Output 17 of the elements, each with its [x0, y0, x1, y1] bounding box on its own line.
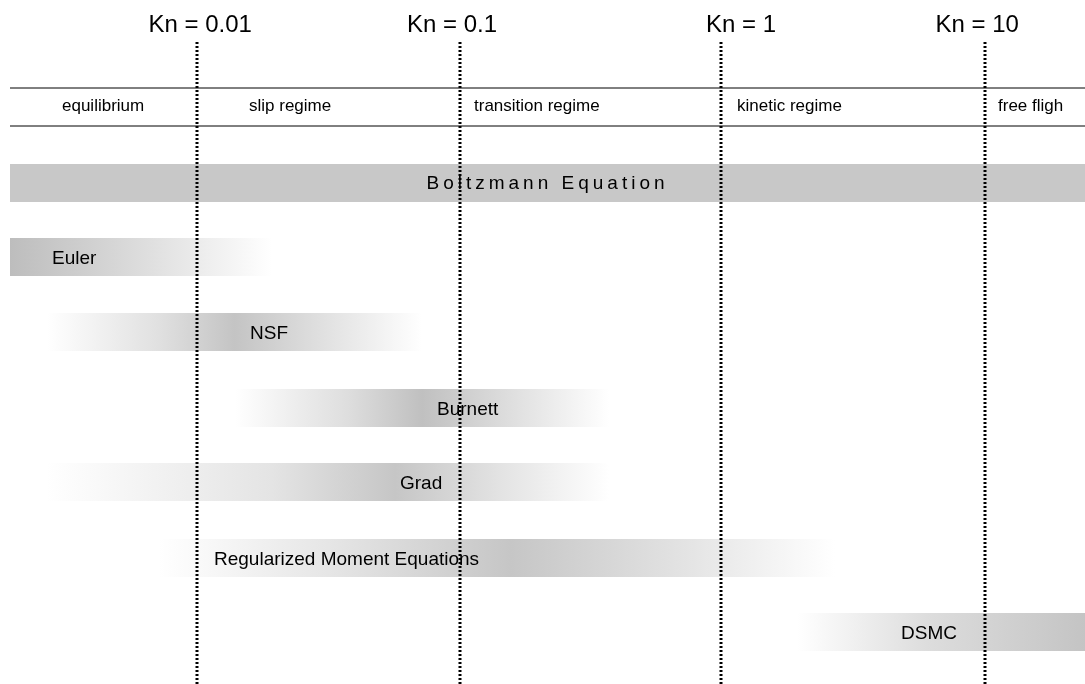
- bar-label: Boltzmann Equation: [425, 172, 670, 194]
- regime-label: kinetic regime: [737, 96, 842, 116]
- range-bar: [10, 164, 1085, 202]
- regime-label: free fligh: [998, 96, 1064, 116]
- bar-label: Burnett: [437, 398, 499, 420]
- bar-label: Euler: [52, 247, 97, 269]
- bar-label: Regularized Moment Equations: [214, 548, 480, 570]
- knudsen-value: Kn = 0.01: [148, 10, 252, 38]
- knudsen-value: Kn = 0.1: [407, 10, 498, 38]
- bar-label: DSMC: [901, 622, 957, 644]
- bar-label: NSF: [250, 322, 288, 344]
- knudsen-value: Kn = 1: [706, 10, 777, 38]
- regime-label: equilibrium: [62, 96, 145, 116]
- knudsen-value: Kn = 10: [935, 10, 1019, 38]
- regime-label: slip regime: [249, 96, 332, 116]
- bar-label: Grad: [400, 472, 443, 494]
- regime-label: transition regime: [474, 96, 600, 116]
